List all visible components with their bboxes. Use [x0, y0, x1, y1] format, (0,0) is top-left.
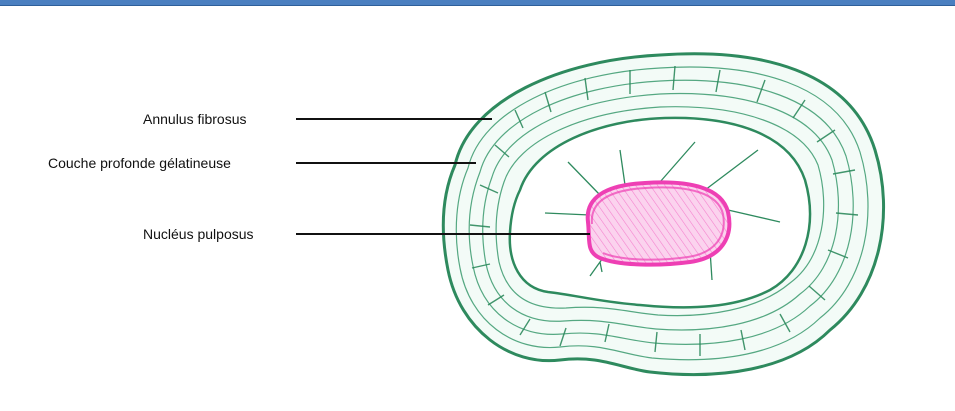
leader-line-couche: [296, 162, 476, 164]
leader-line-annulus: [296, 118, 492, 120]
annulus-fibers: [469, 65, 859, 356]
label-nucleus-pulposus: Nucléus pulposus: [143, 226, 254, 242]
label-annulus-fibrosus: Annulus fibrosus: [143, 111, 247, 127]
label-couche-profonde: Couche profonde gélatineuse: [48, 155, 231, 171]
top-bar: [0, 0, 955, 6]
annulus-lamellae: [455, 66, 869, 361]
leader-line-nucleus: [296, 233, 590, 235]
nucleus-pulposus-shape: [585, 180, 732, 267]
